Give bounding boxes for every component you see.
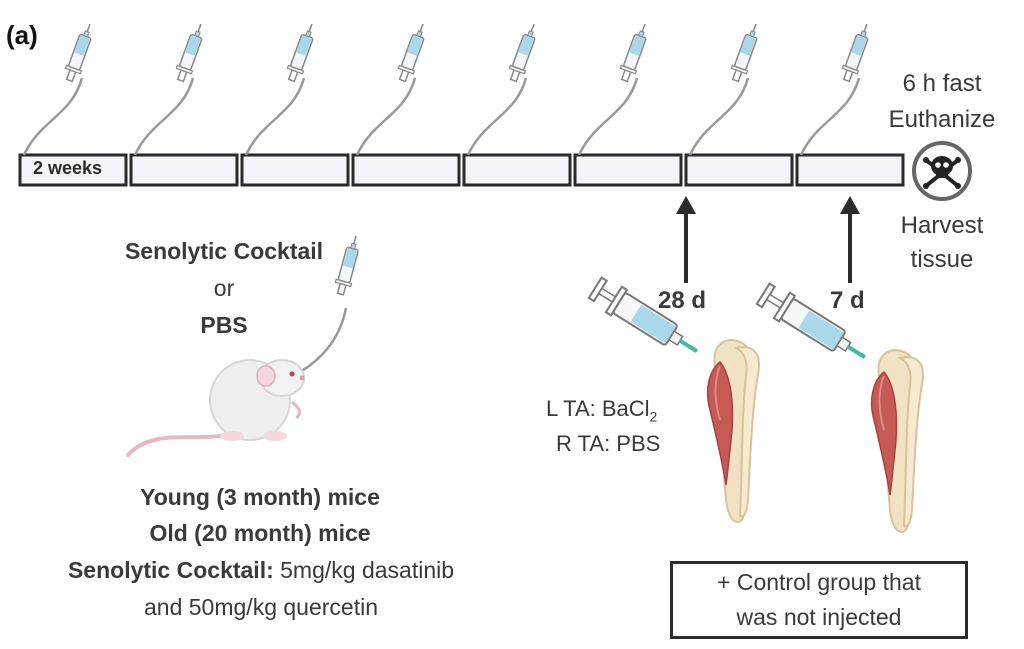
- timeline-segment-6: [573, 153, 683, 187]
- old-mice-label: Old (20 month) mice: [149, 520, 371, 546]
- syringe-icon: [61, 20, 876, 84]
- leg-muscle-icon: [706, 339, 925, 533]
- timeline-injections: [22, 77, 861, 156]
- cocktail-dose1: 5mg/kg dasatinib: [273, 557, 455, 583]
- end-event-line1: 6 h fast: [902, 70, 982, 97]
- control-group-note: + Control group that was not injected: [670, 561, 968, 639]
- injury-marker-28d: 28 d: [658, 287, 707, 314]
- timeline-segment-5: [462, 153, 572, 187]
- cocktail-dose-line2: and 50mg/kg quercetin: [144, 594, 378, 620]
- cocktail-dose-line1: Senolytic Cocktail: 5mg/kg dasatinib: [68, 557, 454, 584]
- timeline-segment-8: [795, 153, 905, 187]
- control-note-line2: was not injected: [736, 604, 902, 630]
- left-ta-subscript: 2: [649, 408, 658, 425]
- treatment-line1: Senolytic Cocktail: [124, 238, 324, 264]
- timeline-segment-1: [18, 153, 128, 187]
- oral-syringe-icon: [299, 233, 365, 374]
- right-ta-label: R TA: PBS: [556, 431, 661, 456]
- left-ta-text: L TA: BaCl: [546, 396, 650, 421]
- timeline-segment-7: [684, 153, 794, 187]
- young-mice-label: Young (3 month) mice: [140, 484, 380, 510]
- timeline-duration-label: 2 weeks: [33, 158, 103, 178]
- timeline-segment-4: [351, 153, 461, 187]
- timeline-segment-3: [240, 153, 350, 187]
- mouse-icon: [126, 359, 305, 457]
- cocktail-label: Senolytic Cocktail:: [67, 557, 274, 583]
- skull-crossbones-icon: [912, 141, 972, 201]
- injury-marker-7d: 7 d: [830, 287, 865, 314]
- control-note-line1: + Control group that: [717, 569, 921, 595]
- end-event-line4: tissue: [910, 246, 974, 273]
- end-event-line3: Harvest: [900, 212, 984, 239]
- timeline: [18, 153, 905, 187]
- timeline-segment-2: [129, 153, 239, 187]
- treatment-line3: PBS: [200, 312, 248, 338]
- end-event-line2: Euthanize: [888, 106, 996, 133]
- panel-label: (a): [6, 20, 38, 50]
- left-ta-label: L TA: BaCl2: [546, 396, 657, 424]
- treatment-line2: or: [213, 275, 235, 301]
- arrow-up-icon: [676, 196, 860, 283]
